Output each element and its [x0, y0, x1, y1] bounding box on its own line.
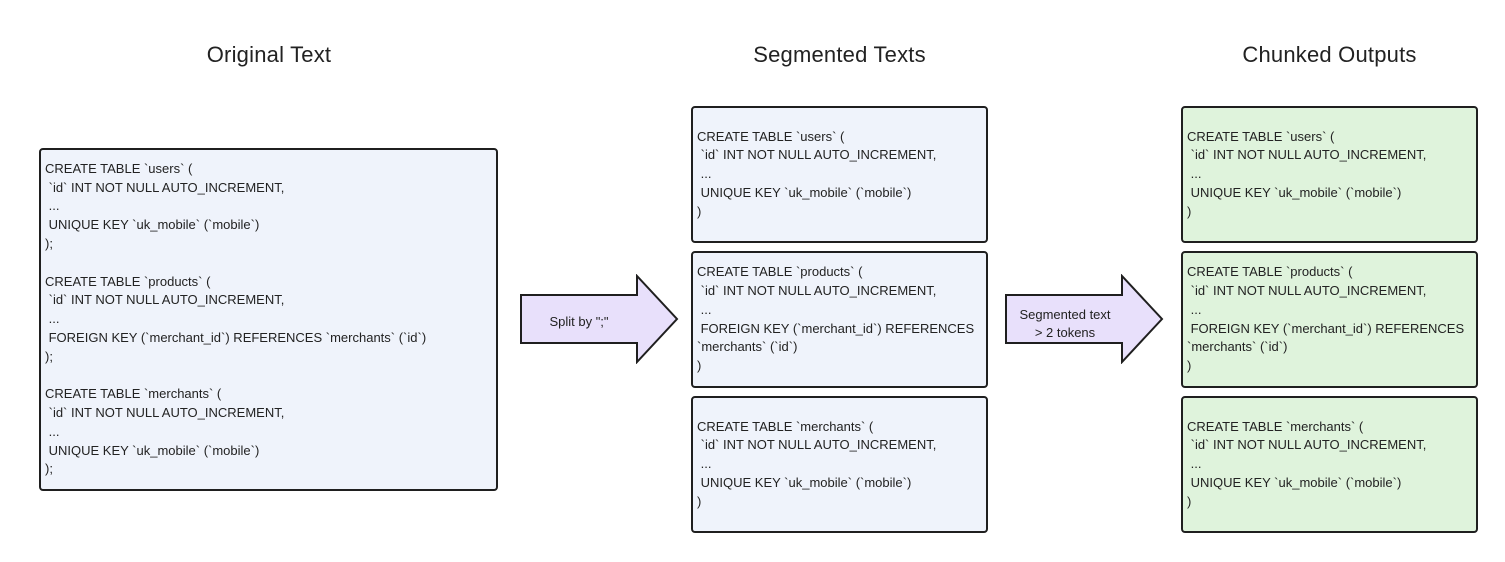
chunk-box-products: CREATE TABLE `products` ( `id` INT NOT N… — [1181, 251, 1478, 388]
segment-text: CREATE TABLE `merchants` ( `id` INT NOT … — [697, 418, 937, 509]
filter-arrow-label: Segmented text > 2 tokens — [1019, 307, 1111, 340]
split-arrow-label: Split by ";" — [549, 314, 609, 329]
heading-segmented-texts: Segmented Texts — [753, 42, 926, 67]
filter-arrow — [1005, 274, 1164, 364]
heading-chunked-outputs: Chunked Outputs — [1242, 42, 1417, 67]
chunk-text: CREATE TABLE `merchants` ( `id` INT NOT … — [1187, 418, 1427, 509]
original-text-content: CREATE TABLE `users` ( `id` INT NOT NULL… — [45, 160, 427, 477]
chunk-box-merchants: CREATE TABLE `merchants` ( `id` INT NOT … — [1181, 396, 1478, 533]
segment-box-products: CREATE TABLE `products` ( `id` INT NOT N… — [691, 251, 988, 388]
chunk-text: CREATE TABLE `products` ( `id` INT NOT N… — [1187, 264, 1465, 374]
segment-text: CREATE TABLE `products` ( `id` INT NOT N… — [697, 264, 975, 374]
original-text-box: CREATE TABLE `users` ( `id` INT NOT NULL… — [39, 148, 498, 491]
segment-box-users: CREATE TABLE `users` ( `id` INT NOT NULL… — [691, 106, 988, 243]
chunk-box-users: CREATE TABLE `users` ( `id` INT NOT NULL… — [1181, 106, 1478, 243]
heading-original-text: Original Text — [206, 42, 332, 67]
segment-text: CREATE TABLE `users` ( `id` INT NOT NULL… — [697, 128, 937, 219]
split-arrow — [520, 274, 679, 364]
segment-box-merchants: CREATE TABLE `merchants` ( `id` INT NOT … — [691, 396, 988, 533]
chunk-text: CREATE TABLE `users` ( `id` INT NOT NULL… — [1187, 128, 1427, 219]
